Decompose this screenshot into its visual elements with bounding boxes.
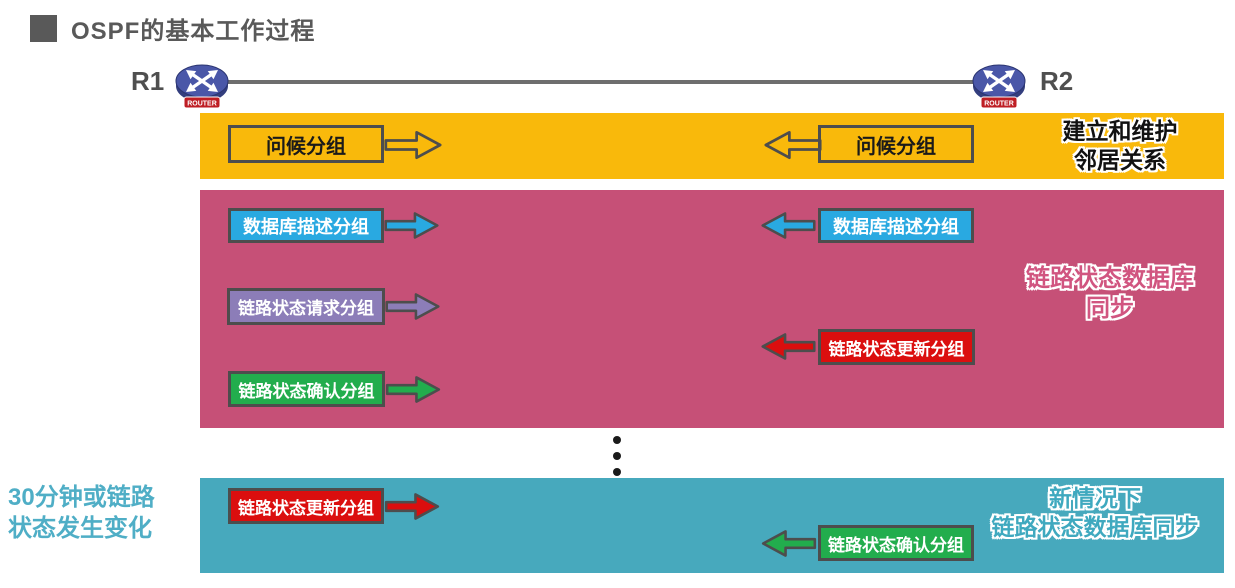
hello-label-line2: 邻居关系	[1074, 146, 1166, 173]
sync-band: 数据库描述分组 数据库描述分组 链路状态请求分组 链路状态更新分组 链路状态确认…	[200, 190, 1224, 428]
arrow-left-icon	[761, 210, 816, 241]
router-link-line	[215, 80, 1005, 84]
router-badge-text: ROUTER	[984, 101, 1014, 108]
ellipsis-dot	[613, 452, 621, 460]
hello-band: 问候分组 问候分组 建立和维护 邻居关系	[200, 113, 1224, 179]
hello-band-label: 建立和维护 邻居关系	[1020, 117, 1220, 175]
sync-band-label: 链路状态数据库 同步	[1000, 264, 1220, 324]
hello-packet-left: 问候分组	[228, 125, 384, 163]
arrow-right-icon	[384, 210, 439, 241]
side-note-line1: 30分钟或链路	[8, 484, 155, 511]
lsack-packet-left: 链路状态确认分组	[228, 371, 385, 407]
router-r1-label: R1	[131, 66, 165, 96]
dbd-packet-right: 数据库描述分组	[818, 208, 974, 243]
page-title-row: OSPF的基本工作过程	[30, 11, 315, 46]
hello-packet-right: 问候分组	[818, 125, 974, 163]
router-icon-r1: ROUTER	[175, 58, 229, 112]
arrow-left-icon	[761, 528, 817, 559]
arrow-right-icon	[385, 374, 441, 405]
resync-label-line2: 链路状态数据库同步	[991, 513, 1199, 540]
router-r2-label: R2	[1040, 66, 1074, 96]
side-note-line2: 状态发生变化	[8, 515, 152, 543]
arrow-right-icon	[384, 491, 440, 522]
lsack-packet-right: 链路状态确认分组	[818, 525, 974, 561]
arrow-right-icon	[385, 291, 440, 322]
lsr-packet-left: 链路状态请求分组	[227, 288, 385, 325]
side-note: 30分钟或链路 状态发生变化	[8, 482, 198, 544]
sync-label-line1: 链路状态数据库	[1026, 265, 1194, 292]
ellipsis-dot	[613, 468, 621, 476]
ellipsis-dot	[613, 436, 621, 444]
lsu-packet-left: 链路状态更新分组	[228, 488, 384, 524]
arrow-left-icon	[761, 331, 816, 362]
dbd-packet-left: 数据库描述分组	[228, 208, 384, 243]
sync-label-line2: 同步	[1086, 295, 1134, 323]
arrow-left-icon	[764, 128, 822, 162]
router-icon-r2: ROUTER	[972, 58, 1026, 112]
title-bullet-square	[30, 15, 57, 42]
lsu-packet-right: 链路状态更新分组	[818, 329, 975, 365]
page-title: OSPF的基本工作过程	[71, 18, 316, 45]
arrow-right-icon	[384, 128, 442, 162]
vertical-ellipsis	[613, 436, 621, 476]
router-badge-text: ROUTER	[187, 101, 217, 108]
resync-band: 链路状态更新分组 链路状态确认分组 新情况下 链路状态数据库同步	[200, 478, 1224, 573]
resync-label-line1: 新情况下	[1049, 485, 1141, 511]
hello-label-line1: 建立和维护	[1062, 118, 1178, 144]
resync-band-label: 新情况下 链路状态数据库同步	[970, 484, 1220, 542]
